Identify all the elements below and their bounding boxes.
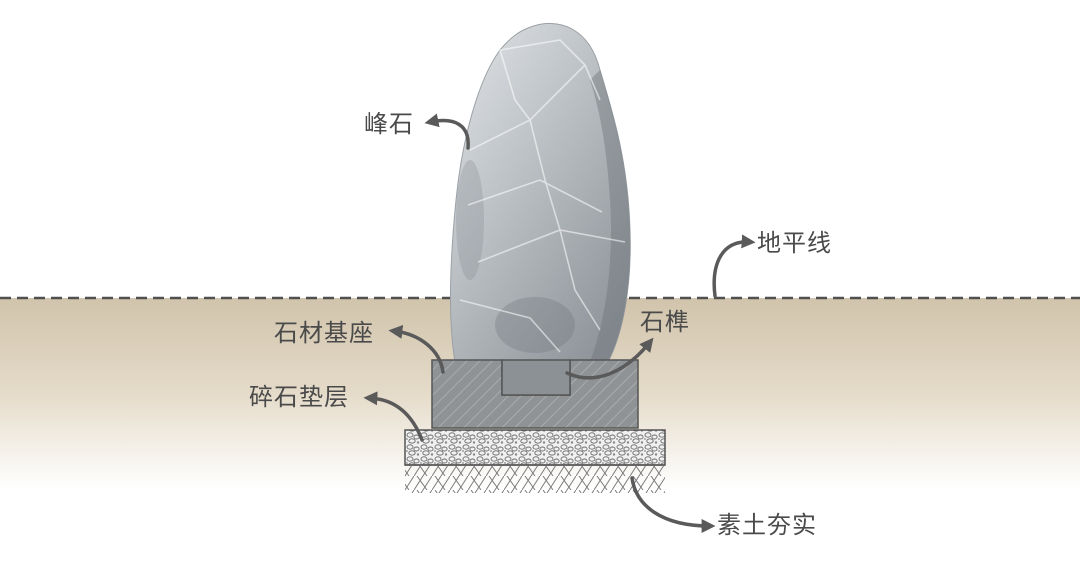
gravel-layer <box>404 429 666 466</box>
tenon-arrow <box>565 337 654 380</box>
peak-stone-arrow <box>424 113 470 150</box>
peak-stone-label: 峰石 <box>364 110 414 138</box>
rammed-soil-arrow <box>630 476 716 533</box>
ground-line-label: 地平线 <box>757 229 832 257</box>
tenon-label: 石榫 <box>640 308 690 336</box>
stone-base-arrow <box>388 325 445 374</box>
stone-tenon <box>501 359 571 396</box>
ground-line-arrow <box>712 234 756 298</box>
gravel-layer-label: 碎石垫层 <box>249 383 349 411</box>
peak-stone <box>450 23 631 363</box>
gravel-layer-arrow <box>363 391 424 442</box>
rammed-soil-layer <box>405 466 665 493</box>
stone-base-label: 石材基座 <box>274 319 374 347</box>
rammed-soil-label: 素土夯实 <box>717 511 817 539</box>
